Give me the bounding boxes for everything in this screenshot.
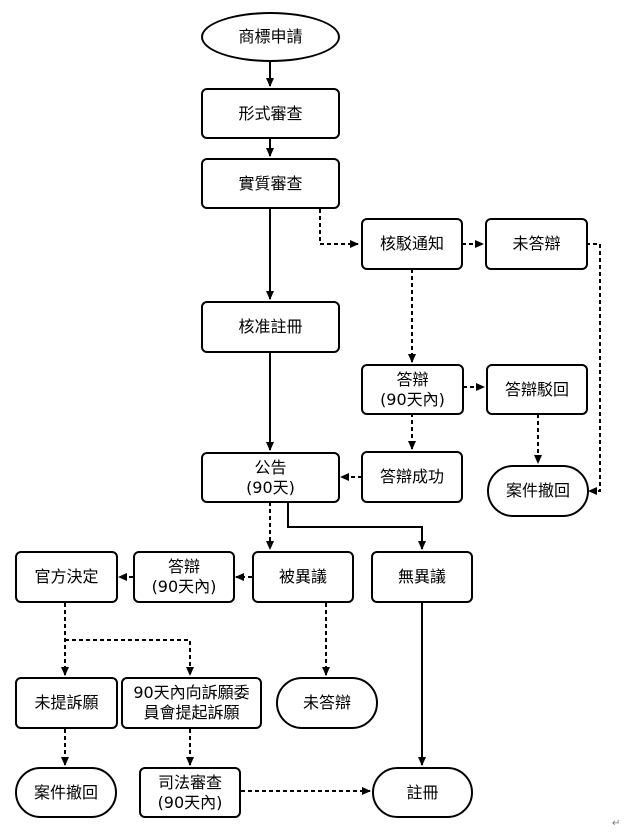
arrow-no-reply-to-withdrawn (586, 243, 601, 495)
announcement-90-days-box: 公告 (90天) (201, 452, 340, 503)
opposition-reply-90-days-box: 答辯 (90天內) (133, 551, 235, 603)
no-reply-terminal-bottom: 未答辯 (276, 677, 378, 729)
formal-review-box: 形式審查 (201, 88, 340, 139)
no-opposition-box: 無異議 (371, 551, 473, 603)
judicial-review-box: 司法審查 (90天內) (139, 767, 241, 818)
reply-rejected-box: 答辯駁回 (486, 364, 588, 415)
no-appeal-box: 未提訴願 (15, 677, 118, 729)
opposed-box: 被異議 (252, 551, 354, 603)
rejection-notice-box: 核駁通知 (361, 218, 463, 270)
reply-success-box: 答辯成功 (361, 451, 463, 503)
arrow-decision-to-appeal (65, 639, 194, 676)
no-reply-box-top: 未答辯 (485, 218, 588, 270)
case-withdrawn-terminal-right: 案件撤回 (487, 465, 589, 517)
official-decision-box: 官方決定 (15, 551, 118, 603)
start-trademark-application: 商標申請 (201, 12, 340, 62)
approved-registration-box: 核准註冊 (201, 301, 340, 353)
substantive-review-box: 實質審查 (201, 158, 340, 209)
return-mark: ↵ (612, 818, 621, 829)
case-withdrawn-terminal-left: 案件撤回 (15, 767, 117, 818)
appeal-within-90-days-box: 90天內向訴願委 員會提起訴願 (121, 677, 262, 729)
arrow-substantive-to-rejection (319, 209, 359, 248)
arrow-announce-to-no-opposition (287, 502, 426, 550)
reply-within-90-days-box: 答辯 (90天內) (361, 364, 464, 415)
register-terminal: 註冊 (372, 767, 473, 818)
